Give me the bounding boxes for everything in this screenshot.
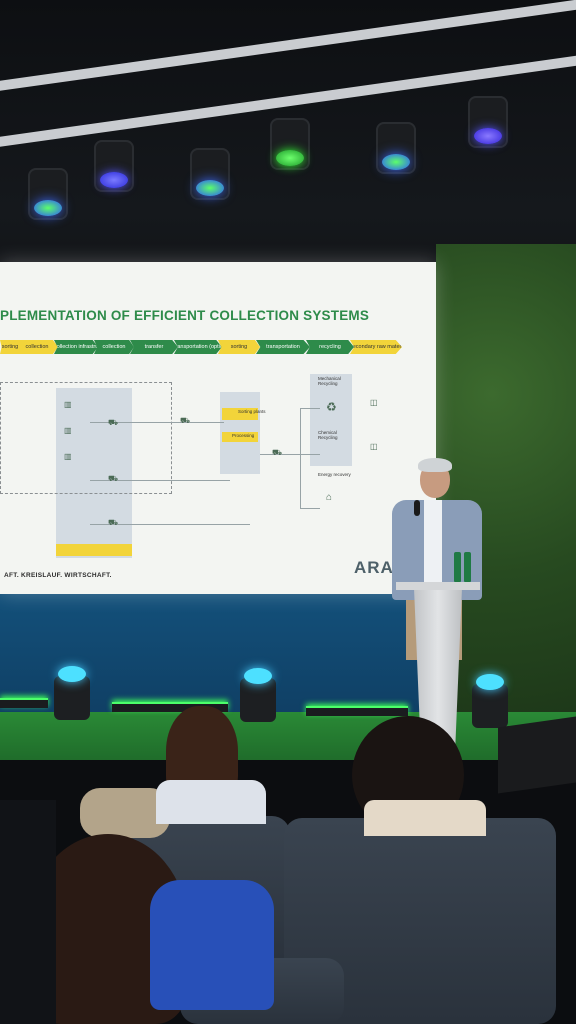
slide-title: PLEMENTATION OF EFFICIENT COLLECTION SYS… [0,308,370,323]
cubes-icon: ◫ [370,442,378,451]
bin-icon: ▥ [64,452,72,461]
audience-member-top [364,800,486,836]
diagram-connector [90,422,224,423]
process-step: collection infrastructure [54,340,98,354]
process-step: transportation [256,340,310,354]
stage-lamp [190,148,230,200]
bin-icon: ▥ [64,400,72,409]
diagram-panel [310,374,352,466]
processing-label: Processing [232,433,255,438]
audience-member-top [156,780,266,824]
diagram-connector [300,508,320,509]
speaker-hair [418,458,452,472]
moving-head-light [240,668,276,722]
stage-lamp [376,122,416,174]
moving-head-light [54,666,90,720]
diagram-connector [260,454,320,455]
water-bottle [454,552,461,582]
process-step: collection [16,340,58,354]
stage-lamp [270,118,310,170]
slide-footer: AFT. KREISLAUF. WIRTSCHAFT. [4,572,112,579]
microphone [414,500,420,516]
process-step: collection [94,340,134,354]
sorting-plants-label: Sorting plants [238,409,266,414]
process-step: sorting [0,340,20,354]
bin-icon: ▥ [64,426,72,435]
diagram-connector [300,408,301,508]
speaker-shirt [424,500,442,590]
led-bar-light [112,702,228,712]
lectern-top [396,582,480,590]
process-step: transportation (optional) [174,340,222,354]
audience-jacket [80,788,170,838]
led-bar-light [306,706,408,716]
diagram-connector [90,480,230,481]
projection-screen: PLEMENTATION OF EFFICIENT COLLECTION SYS… [0,262,436,594]
energy-recovery-label: Energy recovery [318,472,351,477]
diagram-dashed-group [0,382,172,494]
diagram-highlight [56,544,132,556]
stage-monitor-speaker [498,716,576,794]
process-step: sorting [218,340,260,354]
stage-lamp [468,96,508,148]
cubes-icon: ◫ [370,398,378,407]
process-step: secondary raw materials [350,340,402,354]
truck-icon: ⛟ [272,448,283,457]
moving-head-light [472,674,508,728]
truck-icon: ⛟ [108,518,119,527]
diagram-highlight [222,432,258,442]
process-step: transfer [130,340,178,354]
water-bottle [464,552,471,582]
diagram-connector [90,524,250,525]
truck-icon: ⛟ [108,474,119,483]
audience-member-sweater [150,880,274,1010]
recycle-icon: ♻ [326,400,337,414]
mechanical-recycling-label: Mechanical Recycling [318,376,341,386]
diagram-highlight [222,408,258,420]
stage-lamp [94,140,134,192]
chemical-recycling-label: Chemical Recycling [318,430,338,440]
truck-icon: ⛟ [108,418,119,427]
factory-icon: ⌂ [326,492,333,503]
moss-wall [436,244,576,744]
diagram-panel [56,388,132,558]
audience-member-foreground [0,800,56,1024]
led-bar-light [0,698,48,708]
stage-lamp [28,168,68,220]
truck-icon: ⛟ [180,416,191,425]
process-step: recycling [306,340,354,354]
diagram-connector [300,408,320,409]
